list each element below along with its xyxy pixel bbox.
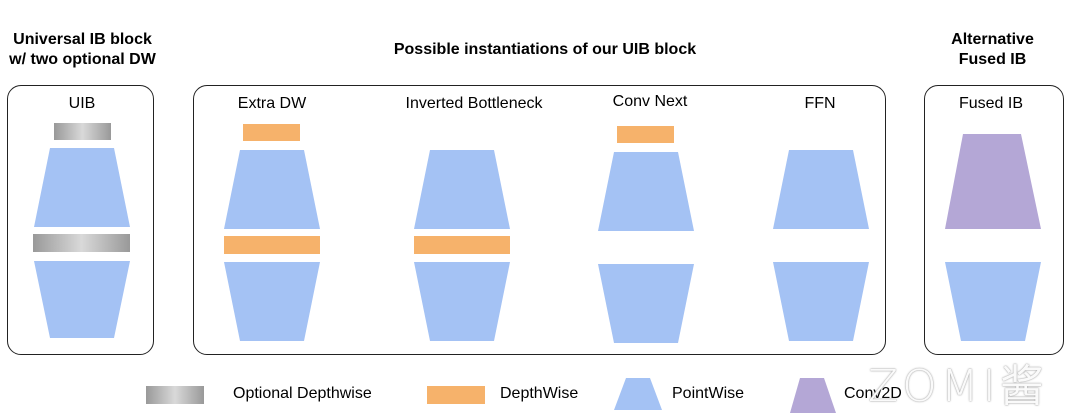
universal-ib-heading: Universal IB block w/ two optional DW	[0, 30, 165, 70]
fused-ib-label: Fused IB	[958, 95, 1024, 112]
legend-pointwise-label: PointWise	[672, 385, 745, 402]
extra-dw-depthwise-top	[243, 124, 300, 141]
alternative-fused-ib-heading: Alternative Fused IB	[920, 30, 1065, 70]
uib-frame	[7, 85, 154, 355]
fused-ib-conv2d	[945, 134, 1041, 229]
alternative-heading-line1: Alternative	[951, 31, 1034, 48]
ffn-label: FFN	[804, 95, 836, 112]
legend-depthwise-label: DepthWise	[500, 385, 579, 402]
extra-dw-pointwise-expand	[224, 150, 320, 229]
ib-pointwise-expand	[414, 150, 510, 229]
extra-dw-pointwise-project	[224, 262, 320, 341]
conv-next-label: Conv Next	[612, 93, 688, 110]
ffn-pointwise-expand	[773, 150, 869, 229]
conv-next-pointwise-expand	[598, 152, 694, 231]
conv-next-pointwise-project	[598, 264, 694, 343]
legend-depthwise-swatch	[427, 386, 485, 404]
inverted-bottleneck-label: Inverted Bottleneck	[405, 95, 543, 112]
uib-pointwise-expand	[34, 148, 130, 227]
universal-ib-heading-line2: w/ two optional DW	[9, 51, 156, 68]
legend-conv2d-label: Conv2D	[844, 385, 902, 402]
extra-dw-label: Extra DW	[237, 95, 307, 112]
universal-ib-heading-line1: Universal IB block	[13, 31, 152, 48]
zomi-watermark: ZOMI酱	[868, 361, 1048, 412]
uib-optional-dw-top	[54, 123, 111, 140]
ffn-pointwise-project	[773, 262, 869, 341]
legend-optional-dw-label: Optional Depthwise	[233, 385, 372, 402]
alternative-heading-line2: Fused IB	[958, 51, 1027, 68]
uib-label: UIB	[68, 95, 96, 112]
extra-dw-depthwise-mid	[224, 236, 320, 254]
legend-pointwise-swatch	[614, 378, 662, 410]
ib-pointwise-project	[414, 262, 510, 341]
fused-ib-pointwise-project	[945, 262, 1041, 341]
conv-next-depthwise-top	[617, 126, 674, 143]
legend-conv2d-swatch	[790, 378, 836, 413]
ib-depthwise-mid	[414, 236, 510, 254]
possible-instantiations-heading: Possible instantiations of our UIB block	[393, 41, 697, 58]
uib-pointwise-project	[34, 261, 130, 338]
fused-ib-frame	[924, 85, 1064, 355]
instantiations-frame	[193, 85, 886, 355]
uib-optional-dw-mid	[33, 234, 130, 252]
legend-optional-dw-swatch	[146, 386, 204, 404]
